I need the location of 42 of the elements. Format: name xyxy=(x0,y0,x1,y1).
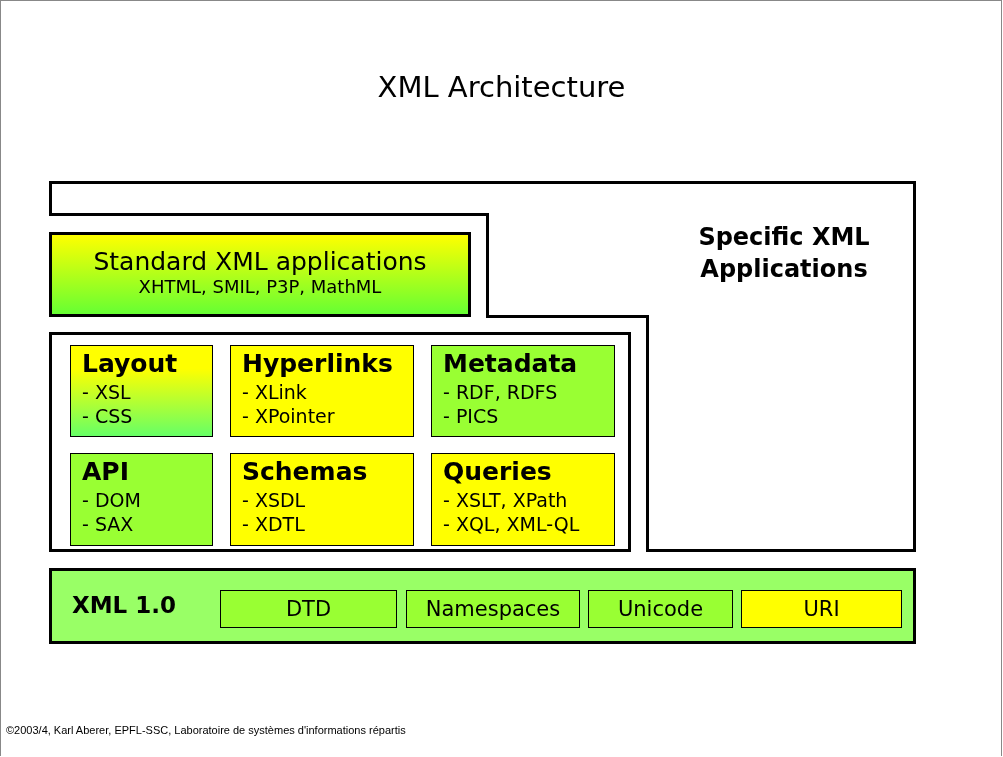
box-heading: Layout xyxy=(81,348,179,380)
component-label: Namespaces xyxy=(424,596,562,623)
component-label: Unicode xyxy=(616,596,705,623)
category-box xyxy=(431,345,615,437)
panel-heading: Specific XML Applications xyxy=(697,222,871,285)
category-box xyxy=(431,453,615,546)
list-item: - SAX xyxy=(81,512,135,536)
box-heading: Schemas xyxy=(241,456,369,488)
box-heading: Hyperlinks xyxy=(241,348,394,380)
copyright-note: ©2003/4, Karl Aberer, EPFL-SSC, Laboratoire de systèmes d'informations répartis xyxy=(6,724,406,736)
component-box xyxy=(588,590,733,628)
item-list: XHTML, SMIL, P3P, MathML xyxy=(52,276,468,297)
list-item: - DOM xyxy=(81,488,142,512)
list-item: - PICS xyxy=(442,404,500,428)
list-item: - XLink xyxy=(241,380,308,404)
list-item: - XSDL xyxy=(241,488,307,512)
box-heading: Queries xyxy=(442,456,553,488)
base-layer-bar xyxy=(49,568,916,644)
category-box xyxy=(70,345,213,437)
category-box xyxy=(230,345,414,437)
list-item: - XSLT, XPath xyxy=(442,488,569,512)
list-item: - XDTL xyxy=(241,512,306,536)
l-shaped-panel xyxy=(49,181,916,552)
category-box xyxy=(230,453,414,546)
diagram-title: XML Architecture xyxy=(376,70,627,104)
list-item: - RDF, RDFS xyxy=(442,380,559,404)
list-item: - XSL xyxy=(81,380,132,404)
component-box xyxy=(406,590,580,628)
list-item: - XPointer xyxy=(241,404,336,428)
list-item: - XQL, XML-QL xyxy=(442,512,581,536)
component-label: URI xyxy=(802,596,841,623)
component-box xyxy=(741,590,902,628)
component-box xyxy=(220,590,397,628)
box-heading: Metadata xyxy=(442,348,579,380)
group-frame xyxy=(49,332,631,552)
category-box xyxy=(70,453,213,546)
list-item: - CSS xyxy=(81,404,134,428)
applications-box xyxy=(49,232,471,317)
box-heading: Standard XML applications xyxy=(92,247,428,276)
box-heading: API xyxy=(81,456,130,488)
component-label: DTD xyxy=(284,596,333,623)
bar-heading: XML 1.0 xyxy=(72,592,177,618)
